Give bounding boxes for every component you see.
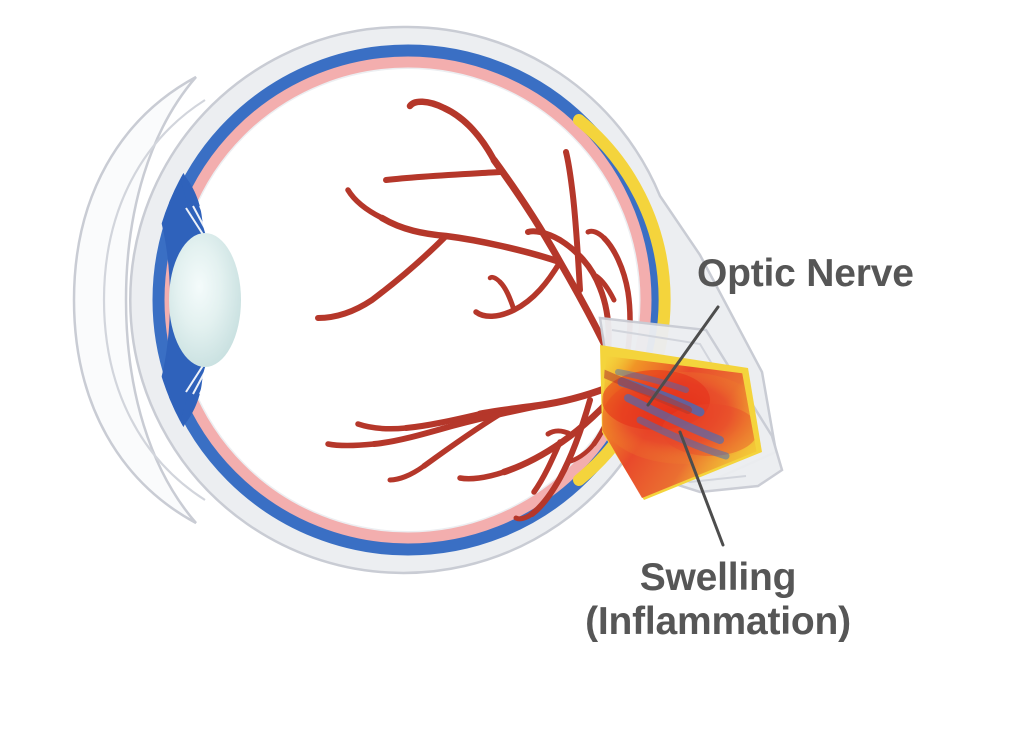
swelling-label-line1: Swelling [639, 556, 797, 599]
lens [169, 233, 241, 367]
optic-nerve-leader [646, 305, 720, 407]
sclera-layer [152, 44, 664, 556]
swelling-label-line2: (Inflammation) [585, 599, 851, 643]
swelling-label: Swelling (Inflammation) [548, 556, 888, 643]
vitreous-body [177, 69, 639, 531]
cornea [72, 75, 206, 525]
central-retinal-vessel [600, 368, 692, 414]
zonule-fibers [185, 205, 217, 395]
swelling-leader [678, 430, 725, 547]
leader-lines [646, 305, 725, 547]
optic-nerve-label: Optic Nerve [697, 252, 914, 295]
